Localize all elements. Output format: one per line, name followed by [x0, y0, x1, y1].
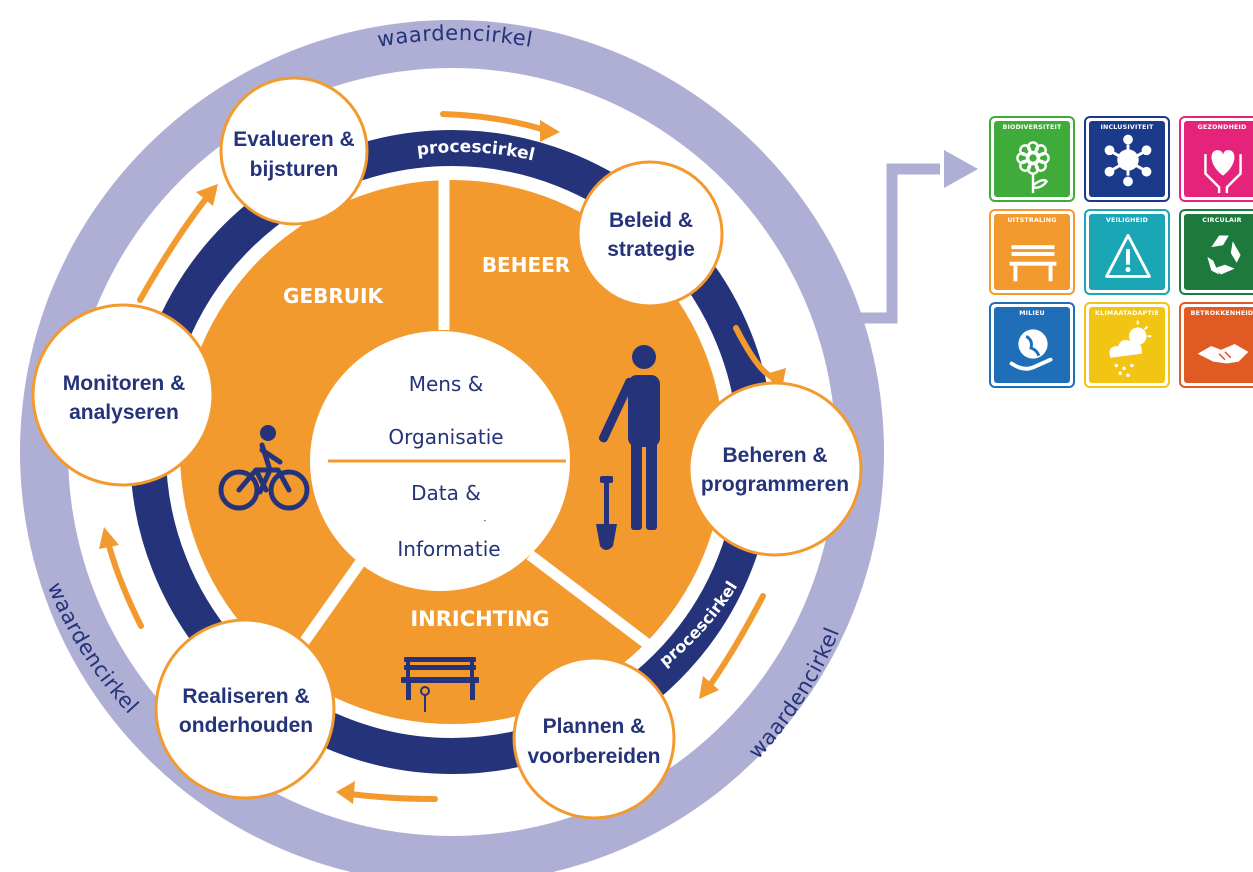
- value-tile-background: INCLUSIVITEIT: [1089, 121, 1165, 197]
- value-tile-label: GEZONDHEID: [1197, 124, 1247, 131]
- step-beheren-line2: programmeren: [701, 473, 849, 496]
- center-mens: Mens &: [409, 372, 484, 396]
- domain-label-beheer: BEHEER: [482, 253, 570, 277]
- step-beleid: Beleid & strategie: [576, 160, 724, 308]
- arrowhead-6: [196, 184, 218, 206]
- handshake-icon: [1197, 344, 1249, 364]
- sun-cloud-rain-icon: [1109, 320, 1152, 378]
- value-tile-background: CIRCULAIR: [1184, 214, 1253, 290]
- process-arrowheads: [99, 120, 786, 804]
- step-evalueren-line1: Evalueren &: [233, 128, 354, 151]
- value-tile-label: UITSTRALING: [1007, 217, 1057, 224]
- step-beleid-line2: strategie: [607, 238, 695, 261]
- connector-arrow: [860, 163, 940, 324]
- globe-in-hand-icon: [1009, 329, 1053, 371]
- value-tile-inclusiviteit: INCLUSIVITEIT: [1084, 116, 1170, 202]
- arrowhead-4: [336, 781, 355, 804]
- value-tile-gezondheid: GEZONDHEID: [1179, 116, 1253, 202]
- recycle-icon: [1207, 235, 1241, 275]
- arrow-monitoren-to-evalueren: [137, 193, 211, 303]
- people-network-icon: [1104, 134, 1152, 187]
- value-tile-background: UITSTRALING: [994, 214, 1070, 290]
- value-tile-label: BETROKKENHEID: [1190, 310, 1253, 317]
- step-monitoren-line1: Monitoren &: [63, 372, 185, 395]
- center-informatie: Informatie: [397, 537, 500, 561]
- process-arrows: [105, 111, 778, 802]
- bench-icon: [1009, 245, 1057, 282]
- arrow-plannen-to-realiseren: [347, 791, 438, 802]
- center-data: Data &: [411, 481, 481, 505]
- value-tile-background: GEZONDHEID: [1184, 121, 1253, 197]
- arrow-realiseren-to-monitoren: [105, 539, 144, 629]
- arrow-beheren-to-plannen: [705, 593, 766, 691]
- value-tile-veiligheid: VEILIGHEID: [1084, 209, 1170, 295]
- step-realiseren-line2: onderhouden: [179, 714, 313, 737]
- step-evalueren-line2: bijsturen: [250, 158, 339, 181]
- value-tile-label: MILIEU: [1019, 310, 1045, 317]
- park-bench-with-flower-icon: [401, 657, 479, 712]
- value-tile-background: BETROKKENHEID: [1184, 307, 1253, 383]
- value-tile-label: KLIMAATADAPTIE: [1095, 310, 1159, 317]
- value-tile-milieu: MILIEU: [989, 302, 1075, 388]
- step-beleid-line1: Beleid &: [609, 209, 693, 232]
- value-tile-biodiversiteit: BIODIVERSITEIT: [989, 116, 1075, 202]
- center-dash: -: [484, 516, 487, 525]
- value-tile-betrokkenheid: BETROKKENHEID: [1179, 302, 1253, 388]
- hands-heart-icon: [1204, 150, 1242, 194]
- step-monitoren: Monitoren & analyseren: [31, 303, 215, 487]
- flower-icon: [1016, 141, 1050, 194]
- step-realiseren: Realiseren & onderhouden: [154, 618, 336, 800]
- cyclist-icon: [218, 425, 310, 511]
- step-evalueren: Evalueren & bijsturen: [219, 76, 369, 226]
- value-tile-background: KLIMAATADAPTIE: [1089, 307, 1165, 383]
- step-plannen-line2: voorbereiden: [527, 745, 660, 768]
- step-plannen: Plannen & voorbereiden: [512, 656, 676, 820]
- value-tile-background: MILIEU: [994, 307, 1070, 383]
- arrowhead-5: [99, 527, 119, 549]
- warning-triangle-icon: [1105, 233, 1151, 278]
- step-monitoren-line2: analyseren: [69, 401, 179, 424]
- value-tile-uitstraling: UITSTRALING: [989, 209, 1075, 295]
- arrow-evalueren-to-beleid: [440, 111, 548, 133]
- step-plannen-line1: Plannen &: [543, 715, 646, 738]
- step-realiseren-line1: Realiseren &: [182, 685, 309, 708]
- domain-label-inrichting: INRICHTING: [410, 607, 549, 631]
- domain-label-gebruik: GEBRUIK: [283, 284, 384, 308]
- connector-arrowhead: [944, 150, 978, 188]
- value-tile-background: VEILIGHEID: [1089, 214, 1165, 290]
- value-tile-label: CIRCULAIR: [1202, 217, 1242, 224]
- step-beheren: Beheren & programmeren: [687, 381, 863, 557]
- arrowhead-1: [540, 120, 560, 142]
- value-tile-label: VEILIGHEID: [1105, 217, 1149, 224]
- gardener-with-shovel-icon: [596, 345, 660, 550]
- center-organisatie: Organisatie: [388, 425, 503, 449]
- value-tile-label: BIODIVERSITEIT: [1002, 124, 1062, 131]
- domain-divider-right: [526, 550, 654, 651]
- value-tile-klimaatadaptie: KLIMAATADAPTIE: [1084, 302, 1170, 388]
- value-tile-circulair: CIRCULAIR: [1179, 209, 1253, 295]
- value-tile-label: INCLUSIVITEIT: [1100, 124, 1154, 131]
- step-beheren-line1: Beheren &: [722, 444, 827, 467]
- value-tile-background: BIODIVERSITEIT: [994, 121, 1070, 197]
- arrowhead-3: [699, 676, 719, 699]
